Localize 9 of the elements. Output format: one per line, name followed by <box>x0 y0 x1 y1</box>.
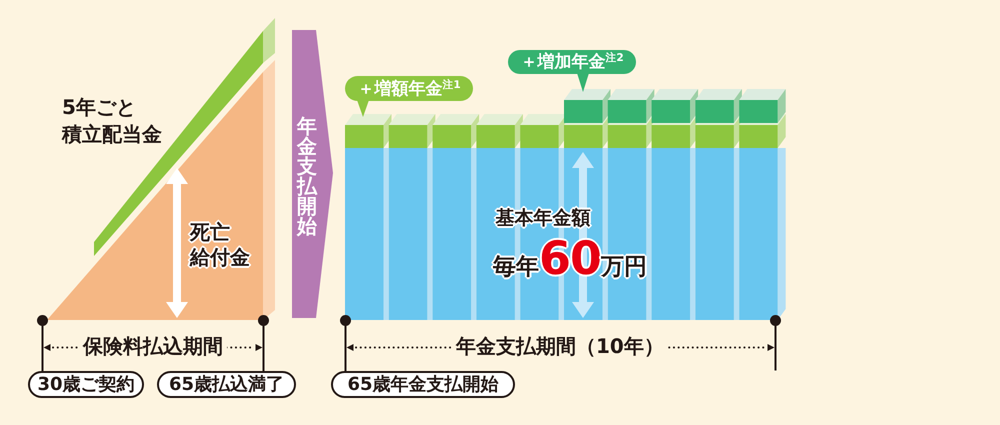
amount-heading: 基本年金額 <box>496 206 590 231</box>
milestone-pill: 65歳年金支払開始 <box>331 371 515 398</box>
vertical-label: 年金支払開始 <box>296 116 318 236</box>
milestone-pill: 30歳ご契約 <box>28 371 144 398</box>
dimension-label: 年金支払期間（10年） <box>452 333 668 360</box>
amount-value: 毎年60万円 <box>493 232 648 287</box>
milestone-pill: 65歳払込満了 <box>157 371 296 398</box>
benefit-label: 死亡給付金 <box>190 220 250 270</box>
part-label: 5年ごと積立配当金 <box>62 94 162 148</box>
